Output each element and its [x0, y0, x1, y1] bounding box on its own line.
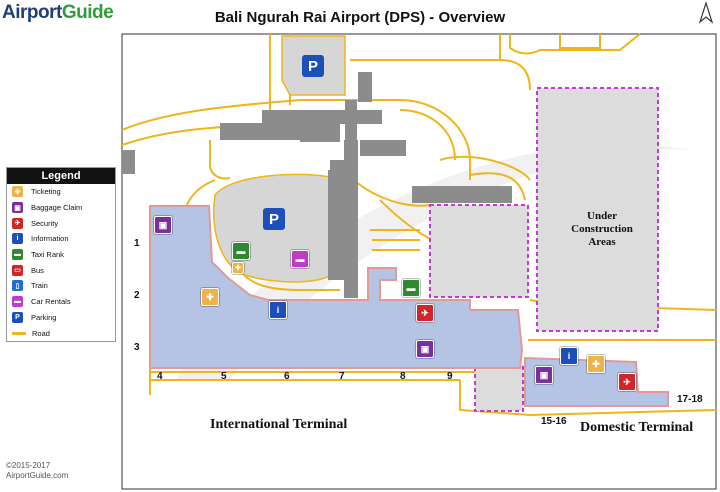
gate-label: 8: [400, 371, 406, 382]
bus-icon: ▭: [12, 264, 23, 276]
gate-label: 17-18: [677, 394, 703, 405]
car-icon: ▬: [291, 250, 309, 268]
suitcase-icon: ▣: [416, 340, 434, 358]
legend-item-train: ▯Train: [7, 278, 115, 294]
info-icon: i: [12, 233, 23, 245]
taxi-icon: ▬: [232, 242, 250, 260]
car-icon: ▬: [12, 296, 23, 308]
legend-item-taxi: ▬Taxi Rank: [12, 249, 64, 261]
parking-icon: P: [302, 55, 324, 77]
suitcase-icon: ▣: [154, 216, 172, 234]
gate-label: 1: [134, 238, 140, 249]
gate-label: 2: [134, 290, 140, 301]
train-icon: ▯: [12, 280, 23, 292]
copyright: ©2015-2017 AirportGuide.com: [6, 461, 69, 480]
taxi-icon: ▬: [12, 249, 23, 261]
gate-label: 4: [157, 371, 163, 382]
legend-item-road: Road: [7, 325, 115, 341]
international-terminal-label: International Terminal: [210, 417, 348, 432]
info-icon: i: [560, 347, 578, 365]
ticket-icon: ✚: [232, 262, 244, 274]
security-icon: ✈: [416, 304, 434, 322]
legend-title: Legend: [7, 168, 115, 184]
legend-item-baggage: ▣Baggage Claim: [7, 200, 115, 216]
legend-item-car-rentals: ▬Car Rentals: [12, 296, 71, 308]
gate-label: 5: [221, 371, 227, 382]
ticket-icon: ✚: [201, 288, 219, 306]
compass-icon: [698, 2, 714, 24]
legend-item-bus: ▭Bus: [7, 262, 115, 278]
road-line: [12, 331, 26, 335]
parking-icon: P: [263, 208, 285, 230]
taxi-icon: ▬: [402, 279, 420, 297]
gate-label: 6: [284, 371, 290, 382]
ticket-icon: ✚: [587, 355, 605, 373]
ticket-icon: ✚: [12, 186, 23, 198]
buildings: [122, 72, 512, 298]
parking-icon: P: [12, 311, 23, 323]
airportguide-logo: AirportGuide: [2, 2, 114, 23]
legend: Legend ✚Ticketing ▣Baggage Claim ✈Securi…: [6, 167, 116, 342]
map-title: Bali Ngurah Rai Airport (DPS) - Overview: [214, 9, 506, 26]
construction-areas: [429, 87, 659, 412]
construction-label: Under Construction Areas: [571, 210, 633, 248]
domestic-terminal-building: [524, 356, 669, 407]
security-icon: ✈: [618, 373, 636, 391]
legend-item-security: ✈Security: [7, 215, 115, 231]
suitcase-icon: ▣: [12, 202, 23, 214]
domestic-terminal-label: Domestic Terminal: [580, 420, 694, 435]
gate-label: 7: [339, 371, 345, 382]
gate-label: 15-16: [541, 416, 567, 427]
terminal-building: [149, 205, 524, 369]
security-icon: ✈: [12, 217, 23, 229]
gate-label: 9: [447, 371, 453, 382]
suitcase-icon: ▣: [535, 366, 553, 384]
gate-label: 3: [134, 342, 140, 353]
info-icon: i: [269, 301, 287, 319]
legend-item-ticketing: ✚Ticketing: [7, 184, 115, 200]
